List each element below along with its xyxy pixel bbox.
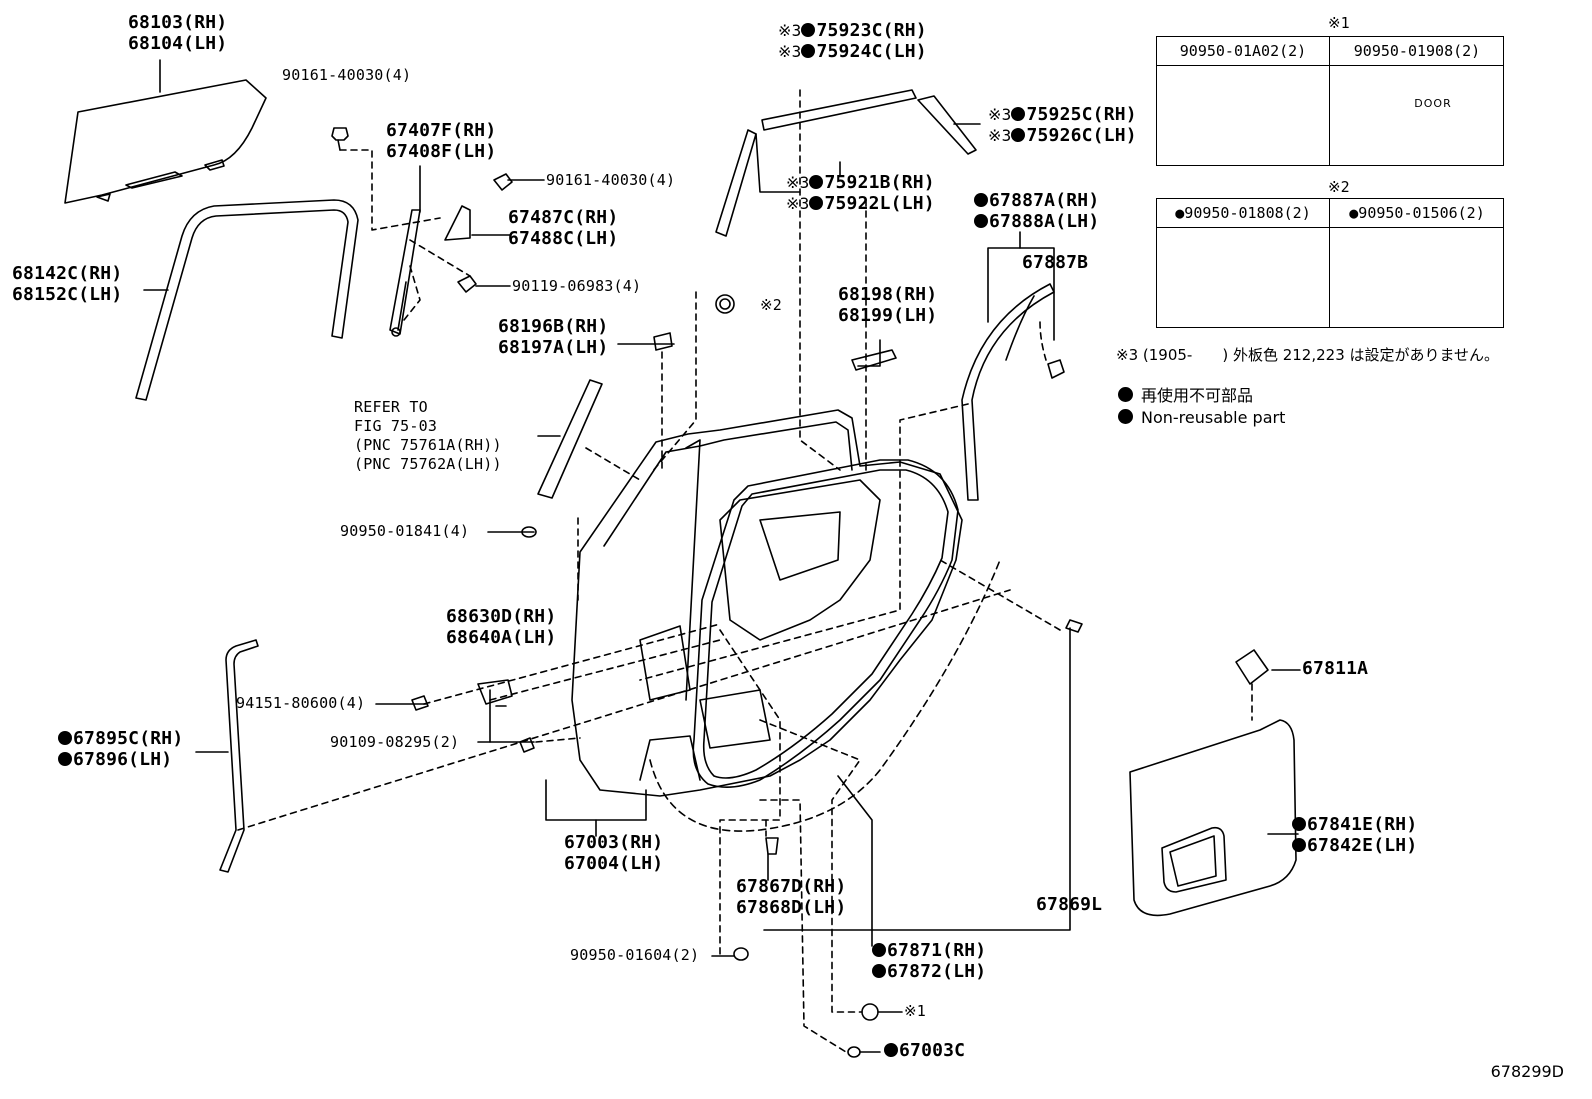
clip-table-1-cell-a: 90950-01A02(2) [1179,42,1307,60]
outside-moulding-drawing [219,639,259,873]
label-clip-ref-2: ※2 [760,296,782,314]
clip-table-1-cell-b: 90950-01908(2) [1353,42,1481,60]
label-90950-01604: 90950-01604(2) [570,946,700,964]
label-67003c: 67003C [884,1040,965,1061]
molding-belt-drawing [715,89,977,237]
clip-table-1-header: 90950-01A02(2) 90950-01908(2) [1157,37,1503,66]
non-reusable-dot-icon [809,196,824,210]
label-90950-01841: 90950-01841(4) [340,522,470,540]
legend-en: Non-reusable part [1118,408,1285,427]
label-68142: 68142C(RH)68152C(LH) [12,263,123,305]
label-67871: 67871(RH) 67872(LH) [872,940,986,982]
figure-id: 678299D [1490,1062,1564,1081]
label-90119: 90119-06983(4) [512,277,642,295]
corner-piece-drawing [444,205,471,241]
clip-table-2-header: ●90950-01808(2) ●90950-01506(2) [1157,199,1503,228]
non-reusable-dot-icon [974,214,988,228]
non-reusable-dot-icon [884,1043,898,1057]
non-reusable-dot-icon [872,943,886,957]
service-hole-cover-drawing [1129,719,1297,917]
label-90161-mid: 90161-40030(4) [546,171,676,189]
non-reusable-dot-icon [872,964,886,978]
label-67867: 67867D(RH)67868D(LH) [736,876,847,918]
clip-table-1: 90950-01A02(2) 90950-01908(2) DOOR [1156,36,1504,166]
clip-table-2: ●90950-01808(2) ●90950-01506(2) [1156,198,1504,328]
label-68103: 68103(RH)68104(LH) [128,12,228,54]
glass-run-drawing [135,199,359,401]
label-67841: 67841E(RH) 67842E(LH) [1292,814,1417,856]
legend-ja: 再使用不可部品 [1118,382,1253,406]
label-67407: 67407F(RH)67408F(LH) [386,120,497,162]
box1-caption: ※1 [1328,14,1350,32]
pillar-garnish-drawing [537,379,603,499]
non-reusable-dot-icon [58,731,72,745]
label-68630: 68630D(RH)68640A(LH) [446,606,557,648]
non-reusable-dot-icon [809,175,824,189]
door-frame-moulding-drawing [961,283,1055,501]
bolt-drawings [331,127,1083,1058]
non-reusable-dot-icon [58,752,72,766]
door-text: DOOR [1414,97,1452,110]
door-panel-drawing [571,409,963,797]
clip-table-2-cell-b: ●90950-01506(2) [1349,204,1485,222]
non-reusable-dot-icon [1011,128,1026,142]
label-67887: 67887A(RH) 67888A(LH) [974,190,1099,232]
clip-table-2-cell-a: ●90950-01808(2) [1175,204,1311,222]
label-90109: 90109-08295(2) [330,733,460,751]
label-68196: 68196B(RH)68197A(LH) [498,316,609,358]
box2-caption: ※2 [1328,178,1350,196]
label-67895: 67895C(RH) 67896(LH) [58,728,183,770]
weatherstrip-drawing [649,459,1001,832]
division-bar-drawing [389,209,421,337]
label-68198: 68198(RH)68199(LH) [838,284,938,326]
non-reusable-dot-icon [1011,107,1026,121]
note-3: ※3 (1905- ) 外板色 212,223 は設定がありません。 [1116,346,1500,364]
label-67869: 67869L [1036,894,1103,915]
label-clip-ref-1: ※1 [904,1002,926,1020]
leader-lines-solid [143,59,1301,1053]
tag-drawing [1235,649,1269,685]
non-reusable-dot-icon [974,193,988,207]
label-94151: 94151-80600(4) [236,694,366,712]
hinge-drawing [477,679,513,705]
leader-lines-dashed [237,89,1253,1053]
label-67811: 67811A [1302,658,1369,679]
non-reusable-dot-icon [801,23,816,37]
legend-ja-text: 再使用不可部品 [1141,386,1254,405]
bracket-drawing [851,349,897,371]
non-reusable-dot-icon [801,44,816,58]
label-67887b: 67887B [1022,252,1089,273]
label-67003: 67003(RH)67004(LH) [564,832,664,874]
door-glass-drawing [64,79,267,204]
non-reusable-dot-icon [1292,838,1306,852]
non-reusable-dot-icon [1118,409,1133,424]
label-90161-top: 90161-40030(4) [282,66,412,84]
legend-en-text: Non-reusable part [1141,408,1286,427]
non-reusable-dot-icon [1118,387,1133,402]
non-reusable-dot-icon [1292,817,1306,831]
label-67487: 67487C(RH)67488C(LH) [508,207,619,249]
